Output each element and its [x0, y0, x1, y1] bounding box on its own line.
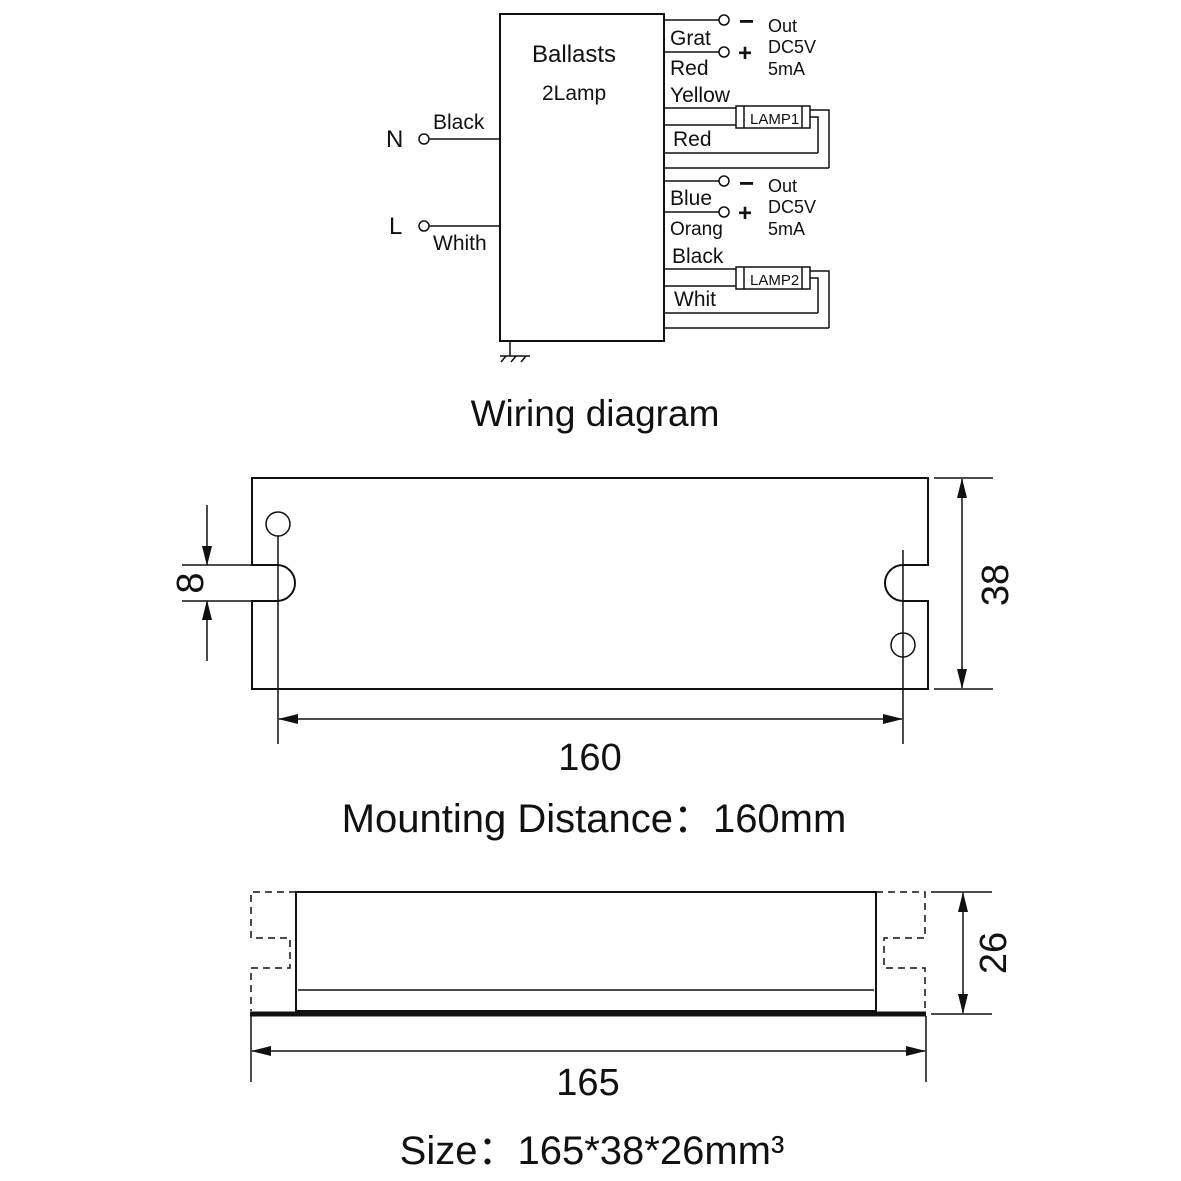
wiring-diagram: Ballasts 2Lamp N Black L Whith − + Out	[386, 6, 830, 434]
n-terminal	[418, 133, 430, 145]
mounting-caption: Mounting Distance：160mm	[342, 797, 847, 841]
lower-plus-sign: +	[738, 200, 752, 227]
mounting-plate-outline	[251, 477, 929, 690]
l-terminal-label: L	[389, 213, 402, 240]
side-view: 26 165 Size：165*38*26mm³	[250, 891, 1015, 1173]
upper-minus-sign: −	[739, 6, 754, 36]
right-bracket-dashed	[876, 891, 926, 1011]
upper-plus-terminal	[718, 46, 730, 58]
n-terminal-label: N	[386, 126, 403, 153]
lower-minus-terminal	[718, 175, 730, 187]
side-height-dimension: 26	[973, 932, 1015, 974]
upper-wire2-label: Red	[670, 57, 709, 80]
size-caption: Size：165*38*26mm³	[400, 1129, 785, 1173]
upper-out-label: Out	[768, 16, 797, 36]
lower-dc-label: DC5V	[768, 197, 816, 217]
lower-wire2-label: Orang	[670, 219, 723, 240]
l-wire-label: Whith	[433, 232, 487, 255]
lower-wire1-label: Blue	[670, 187, 712, 210]
l-terminal	[418, 220, 430, 232]
height-dimension: 38	[975, 564, 1017, 606]
lower-ma-label: 5mA	[768, 219, 805, 239]
ground-symbol	[500, 341, 530, 363]
upper-wire4-label: Red	[673, 128, 712, 151]
lower-out-label: Out	[768, 176, 797, 196]
upper-wire3-label: Yellow	[670, 84, 731, 107]
upper-wire1-label: Grat	[670, 27, 711, 50]
lower-plus-terminal	[718, 206, 730, 218]
ballast-subtitle: 2Lamp	[542, 82, 606, 105]
ballast-title: Ballasts	[532, 41, 616, 68]
lower-wire3-label: Black	[672, 245, 724, 268]
left-bracket-dashed	[250, 891, 296, 1011]
lamp1-label: LAMP1	[750, 111, 799, 128]
lower-minus-sign: −	[739, 168, 754, 198]
left-mounting-hole	[265, 511, 291, 537]
mounting-view: 8 38 160 Mounting Distance：160mm	[170, 477, 1017, 841]
lower-wire4-label: Whit	[674, 288, 716, 311]
upper-plus-sign: +	[738, 40, 752, 67]
upper-dc-label: DC5V	[768, 37, 816, 57]
lower-output-group: − + Out DC5V 5mA Blue Orang Black LAMP2 …	[664, 168, 830, 329]
ballast-box	[499, 13, 665, 342]
lamp2-label: LAMP2	[750, 272, 799, 289]
upper-output-group: − + Out DC5V 5mA Grat Red Yellow LAMP1 R…	[664, 6, 830, 169]
n-wire-label: Black	[433, 111, 485, 134]
side-body	[295, 891, 877, 1012]
slot-dimension: 8	[170, 572, 212, 593]
upper-ma-label: 5mA	[768, 59, 805, 79]
wiring-caption: Wiring diagram	[471, 393, 720, 434]
upper-minus-terminal	[718, 14, 730, 26]
mounting-length-dimension: 160	[558, 737, 621, 779]
side-length-dimension: 165	[556, 1062, 619, 1104]
